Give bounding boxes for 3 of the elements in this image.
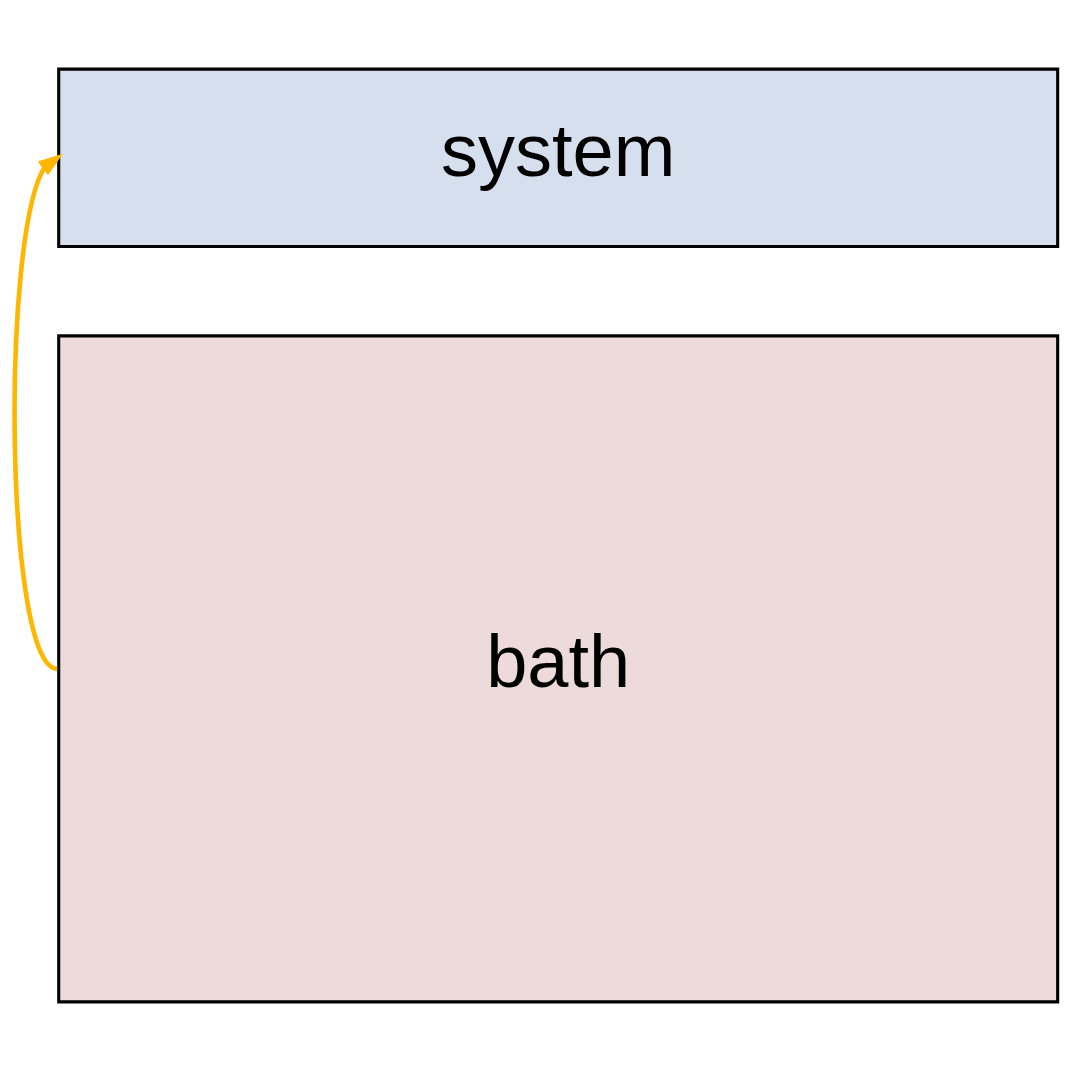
node-box: bath — [57, 333, 1060, 1003]
node-box: system — [57, 67, 1060, 248]
arrow — [12, 153, 63, 671]
